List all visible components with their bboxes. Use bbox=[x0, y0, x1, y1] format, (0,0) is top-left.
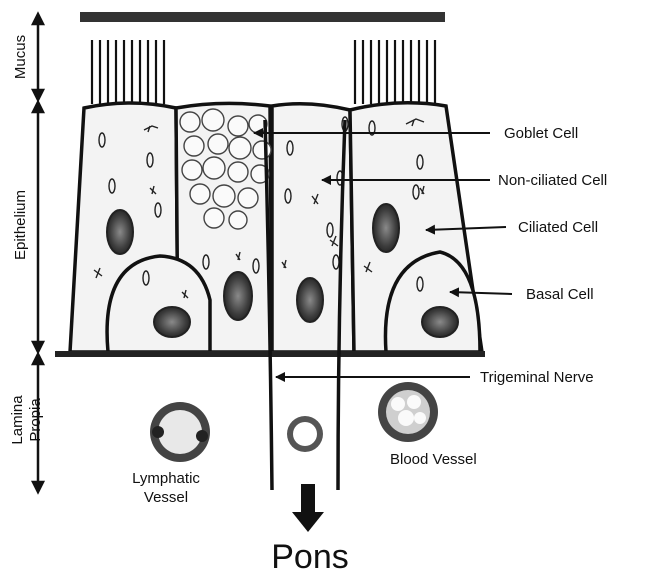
pons-arrow bbox=[292, 484, 324, 532]
trigeminal-nerve-label: Trigeminal Nerve bbox=[480, 369, 594, 386]
ciliated-cell-label: Ciliated Cell bbox=[518, 219, 598, 236]
mucus-layer bbox=[80, 12, 445, 22]
lymphatic-vessel-label-line2: Vessel bbox=[144, 489, 188, 506]
goblet-cell-label: Goblet Cell bbox=[504, 125, 578, 142]
capillary-shape bbox=[287, 416, 323, 452]
epithelium-region-label: Epithelium bbox=[12, 190, 29, 260]
cilia-right bbox=[355, 40, 435, 104]
cilia-left bbox=[92, 40, 164, 104]
blood-vessel-label: Blood Vessel bbox=[390, 451, 477, 468]
pons-label: Pons bbox=[271, 538, 349, 576]
non-ciliated-cell-label: Non-ciliated Cell bbox=[498, 172, 607, 189]
mucus-region-label: Mucus bbox=[12, 35, 29, 79]
lymphatic-vessel-label-line1: Lymphatic bbox=[132, 470, 200, 487]
lymphatic-vessel-shape bbox=[150, 402, 210, 462]
lamina-region-label: Lamina bbox=[9, 395, 26, 445]
propia-region-label: Propia bbox=[27, 398, 44, 442]
blood-vessel-shape bbox=[378, 382, 438, 442]
basal-cell-label: Basal Cell bbox=[526, 286, 594, 303]
